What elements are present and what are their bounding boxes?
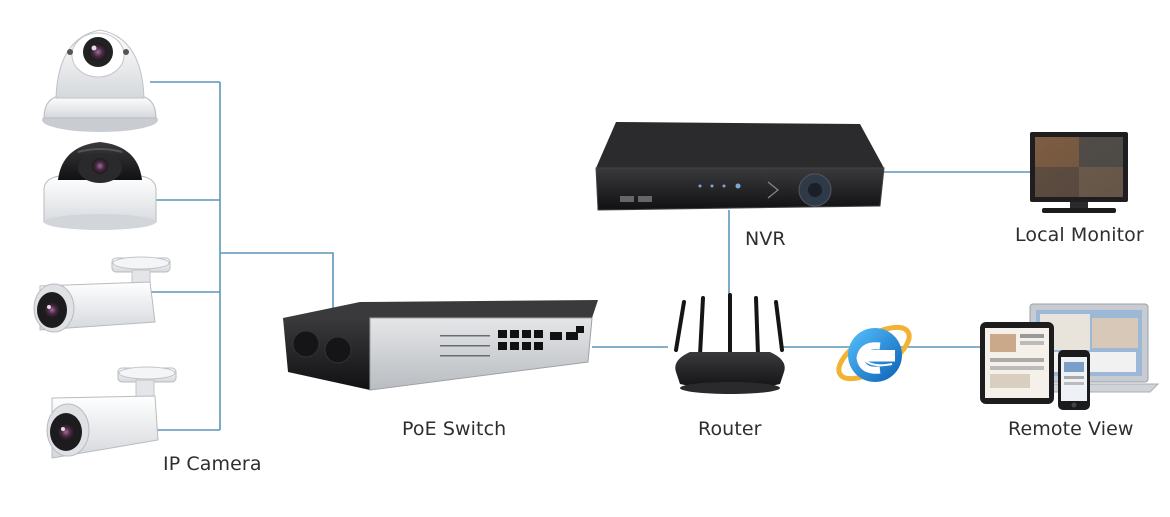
bullet-camera-icon bbox=[33, 256, 171, 333]
router-icon bbox=[674, 293, 785, 394]
monitor-icon bbox=[1030, 132, 1128, 213]
remote-view-label: Remote View bbox=[1008, 418, 1134, 440]
poe-switch-label: PoE Switch bbox=[402, 418, 507, 440]
bus-to-switch-link bbox=[220, 252, 334, 313]
remote-devices-icon bbox=[980, 303, 1160, 410]
bullet-camera-icon bbox=[46, 366, 177, 459]
poe-switch-icon bbox=[283, 300, 598, 391]
eyeball-camera-icon bbox=[43, 142, 157, 230]
nvr-icon bbox=[595, 122, 885, 211]
dome-camera-icon bbox=[42, 29, 158, 132]
connection-lines bbox=[150, 81, 1030, 431]
ip-camera-label: IP Camera bbox=[163, 453, 262, 475]
router-label: Router bbox=[698, 418, 762, 440]
internet-explorer-icon bbox=[836, 324, 912, 382]
nvr-label: NVR bbox=[745, 228, 786, 250]
local-monitor-label: Local Monitor bbox=[1015, 224, 1144, 246]
